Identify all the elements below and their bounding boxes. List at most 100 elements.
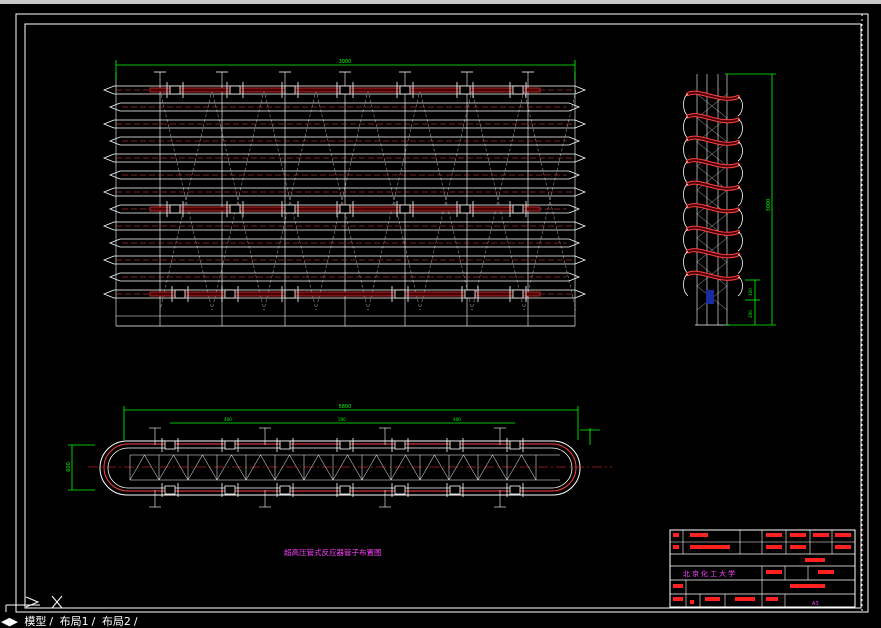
dim-top: 3000 (115, 59, 576, 80)
flange (459, 85, 471, 95)
tab-model[interactable]: 模型 (24, 615, 47, 628)
truss-diag (506, 454, 522, 481)
title-block-university: 北京化工大学 (683, 569, 737, 578)
truss-diag (332, 454, 348, 481)
side-tube-core (687, 226, 739, 235)
tube-row (102, 85, 587, 95)
side-bend (683, 183, 689, 207)
side-bend (737, 119, 743, 139)
tab-nav-icon[interactable]: ◀▶ (1, 615, 18, 628)
side-brace (696, 213, 728, 239)
drawing-border-outer (15, 13, 869, 613)
side-bend (737, 276, 743, 297)
flange (339, 85, 351, 95)
truss-diag (318, 454, 334, 481)
brace (367, 89, 421, 311)
truss-diag (361, 454, 377, 481)
dim-bottom-seg-1: 400 (224, 417, 232, 422)
side-tube-core (687, 271, 739, 280)
dim-bottom-label: 5800 (339, 404, 352, 410)
brace (315, 89, 369, 311)
side-bend (683, 93, 689, 117)
tab-separator: / (91, 615, 96, 628)
side-bend (683, 228, 689, 252)
flange (339, 204, 351, 214)
flange (174, 289, 186, 299)
side-tube-core (687, 114, 739, 123)
side-bend (737, 164, 743, 184)
brace (263, 89, 317, 311)
side-marker (706, 290, 714, 304)
side-bend (683, 161, 689, 184)
dim-bottom-seg-2: 500 (338, 417, 346, 422)
plan-flange (164, 440, 176, 450)
drawing-border-inner (24, 23, 862, 609)
plan-view (88, 427, 612, 508)
tube-row (108, 136, 581, 146)
tube-row (102, 289, 587, 299)
side-bend (737, 209, 743, 229)
side-bend (683, 273, 689, 297)
brace (159, 89, 213, 311)
truss-diag (245, 454, 261, 481)
flange (464, 289, 476, 299)
side-brace (696, 165, 728, 191)
tube-row (102, 221, 587, 231)
plan-flange (394, 440, 406, 450)
side-bend (737, 186, 743, 207)
truss-diag (289, 454, 305, 481)
plan-flange (449, 485, 461, 495)
plan-flange (509, 485, 521, 495)
plan-flange (394, 485, 406, 495)
flange (512, 85, 524, 95)
side-bend (683, 138, 689, 162)
flange (399, 204, 411, 214)
title-block: 北京化工大学 A3 (669, 529, 856, 608)
flange (284, 85, 296, 95)
truss-diag (463, 454, 479, 481)
tab-layout2[interactable]: 布局2 (101, 615, 131, 628)
flange (512, 204, 524, 214)
flange (394, 289, 406, 299)
dim-side: 3000 100 200 (725, 73, 776, 326)
title-block-sheet: A3 (812, 601, 819, 607)
brace (471, 89, 525, 311)
dim-bottom-height: 600 (66, 462, 72, 472)
truss-diag (129, 454, 145, 481)
dim-side-small-1: 100 (748, 288, 753, 296)
brace (263, 89, 317, 311)
side-bend (737, 96, 743, 117)
tab-separator: / (49, 615, 54, 628)
tab-separator: / (133, 615, 138, 628)
flange (284, 204, 296, 214)
tab-layout1[interactable]: 布局1 (59, 615, 89, 628)
plan-flange (164, 485, 176, 495)
truss-diag (260, 454, 276, 481)
flange (284, 289, 296, 299)
flange (399, 85, 411, 95)
plan-flange (449, 440, 461, 450)
flange (169, 85, 181, 95)
brace (211, 89, 265, 311)
side-bend (737, 231, 743, 252)
truss-diag (390, 454, 406, 481)
plan-flange (339, 485, 351, 495)
drawing-caption: 超高压管式反应器管子布置图 (284, 547, 382, 557)
brace (419, 89, 473, 311)
tube-row (108, 272, 581, 282)
side-bend (737, 254, 743, 274)
side-view (683, 74, 743, 326)
plan-flange (279, 485, 291, 495)
side-tube-core (687, 249, 739, 258)
side-tube-core (687, 204, 739, 213)
layout-tabs: ◀▶ 模型/ 布局1/ 布局2/ (0, 615, 881, 628)
truss-diag (173, 454, 189, 481)
plan-flange (224, 440, 236, 450)
side-brace (696, 189, 728, 215)
brace (523, 89, 577, 311)
side-tube-core (687, 91, 739, 100)
truss-diag (492, 454, 508, 481)
truss-diag (187, 454, 203, 481)
side-tube-core (687, 136, 739, 145)
